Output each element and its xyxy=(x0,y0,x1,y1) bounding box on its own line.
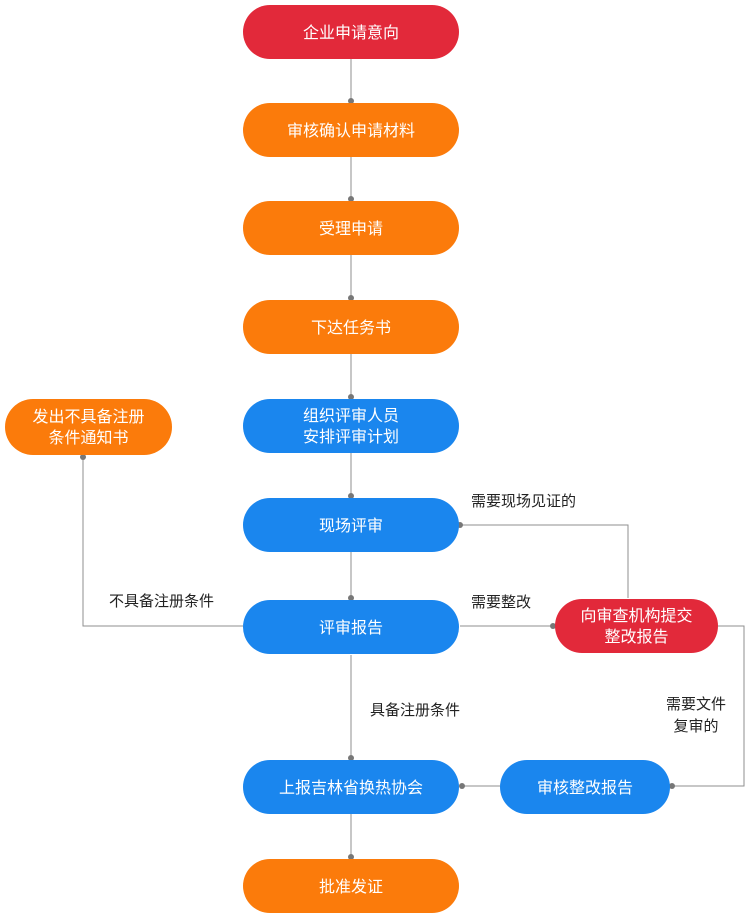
edge-rectification-to-site-review xyxy=(460,524,629,598)
node-report-association: 上报吉林省换热协会 xyxy=(243,760,459,814)
node-submit-rectification-line2: 整改报告 xyxy=(604,627,669,646)
node-organize-reviewers: 组织评审人员 安排评审计划 xyxy=(243,399,459,453)
node-accept-application-label: 受理申请 xyxy=(318,218,383,238)
node-apply-intent: 企业申请意向 xyxy=(243,5,459,59)
node-verify-materials-label: 审核确认申请材料 xyxy=(286,120,415,140)
node-approve-issue-label: 批准发证 xyxy=(318,876,383,896)
edge-arrow-dot xyxy=(348,196,354,202)
edge-label-witness-required: 需要现场见证的 xyxy=(471,492,577,510)
edge-arrow-dot xyxy=(348,394,354,400)
node-review-rectification-label: 审核整改报告 xyxy=(536,777,633,797)
node-verify-materials: 审核确认申请材料 xyxy=(243,103,459,157)
edge-label-qualified: 具备注册条件 xyxy=(370,701,461,719)
node-not-qualified-notice-line2: 条件通知书 xyxy=(48,428,129,447)
edge-arrow-dot xyxy=(669,783,675,789)
edge-arrow-dot xyxy=(80,454,86,460)
node-approve-issue: 批准发证 xyxy=(243,859,459,913)
node-submit-rectification: 向审查机构提交 整改报告 xyxy=(555,599,718,653)
edge-arrow-dot xyxy=(348,98,354,104)
node-not-qualified-notice: 发出不具备注册 条件通知书 xyxy=(5,399,172,455)
node-organize-reviewers-line2: 安排评审计划 xyxy=(302,427,399,446)
node-issue-task-label: 下达任务书 xyxy=(310,317,391,337)
edge-arrow-dot xyxy=(459,783,465,789)
node-submit-rectification-line1: 向审查机构提交 xyxy=(580,606,693,625)
edge-arrow-dot xyxy=(348,854,354,860)
node-accept-application: 受理申请 xyxy=(243,201,459,255)
edge-arrow-dot xyxy=(348,493,354,499)
edge-label-rectification-required: 需要整改 xyxy=(471,593,532,611)
edge-arrow-dot xyxy=(550,623,556,629)
edge-label-file-review-required: 需要文件 复审的 xyxy=(651,693,741,737)
node-site-review: 现场评审 xyxy=(243,498,459,552)
edge-label-not-qualified: 不具备注册条件 xyxy=(109,592,215,610)
edge-arrow-dot xyxy=(348,755,354,761)
node-report-association-label: 上报吉林省换热协会 xyxy=(278,777,423,797)
node-review-rectification: 审核整改报告 xyxy=(500,760,670,814)
edge-label-file-review-required-line2: 复审的 xyxy=(673,717,719,735)
edge-arrow-dot xyxy=(348,295,354,301)
node-apply-intent-label: 企业申请意向 xyxy=(302,22,399,42)
edge-arrow-dot xyxy=(348,595,354,601)
node-not-qualified-notice-line1: 发出不具备注册 xyxy=(32,407,145,426)
node-issue-task: 下达任务书 xyxy=(243,300,459,354)
edge-label-file-review-required-line1: 需要文件 xyxy=(665,695,726,713)
node-organize-reviewers-line1: 组织评审人员 xyxy=(302,406,399,425)
edge-report-to-not-qualified xyxy=(82,457,243,627)
node-site-review-label: 现场评审 xyxy=(318,515,383,535)
edge-rectification-to-file-review xyxy=(672,625,745,787)
node-review-report-label: 评审报告 xyxy=(318,617,383,637)
node-review-report: 评审报告 xyxy=(243,600,459,654)
